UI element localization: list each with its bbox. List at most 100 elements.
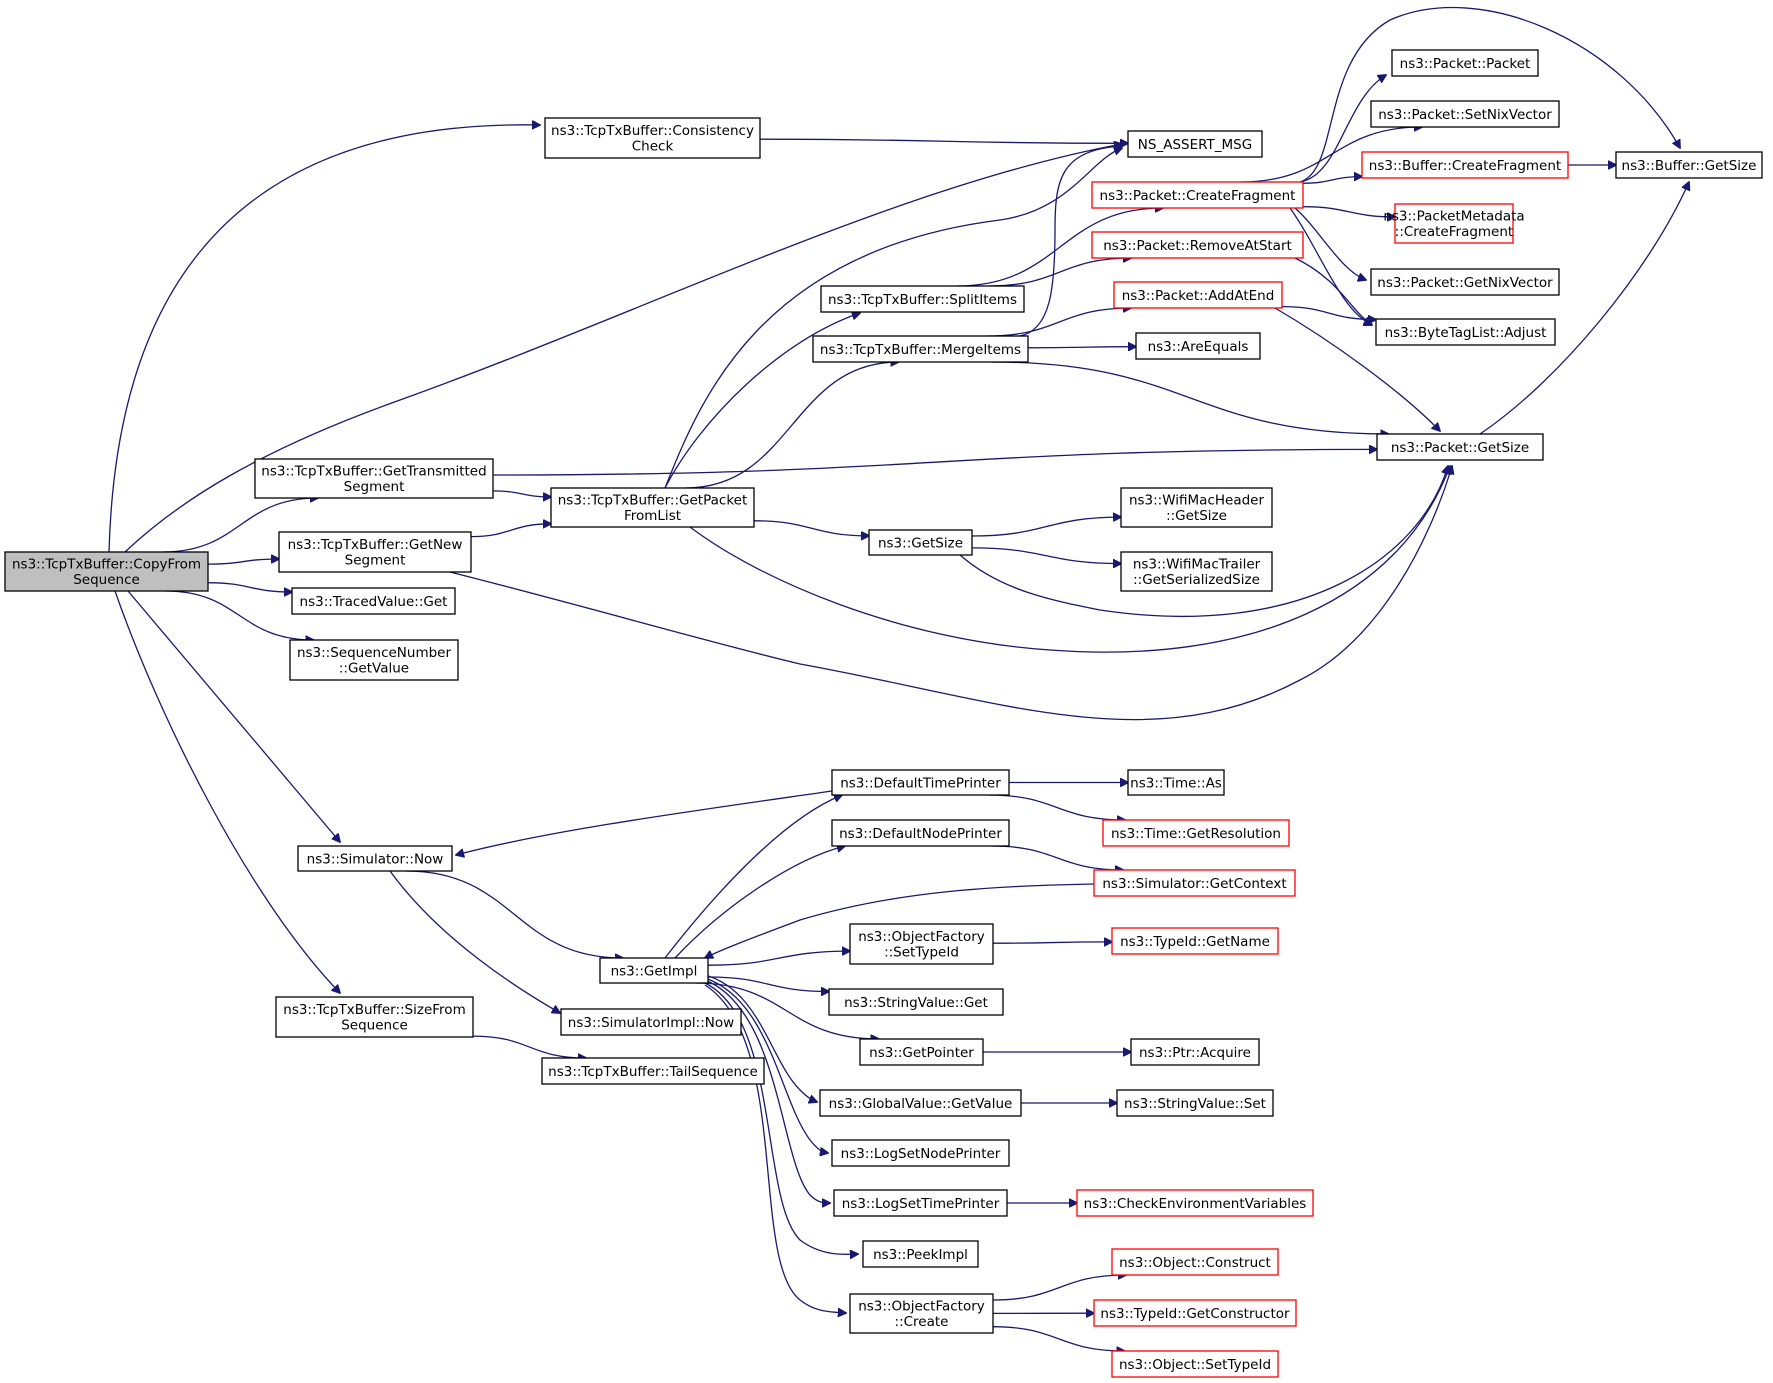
node-typeidgetctor[interactable]: ns3::TypeId::GetConstructor (1093, 1299, 1297, 1327)
node-box (275, 996, 474, 1038)
node-simnow[interactable]: ns3::Simulator::Now (297, 845, 453, 872)
node-checkenv[interactable]: ns3::CheckEnvironmentVariables (1076, 1189, 1314, 1217)
call-edge-simnow-to-getimpl (406, 870, 623, 958)
node-box (1370, 100, 1560, 128)
node-tracedget[interactable]: ns3::TracedValue::Get (291, 587, 456, 615)
node-tailseq[interactable]: ns3::TcpTxBuffer::TailSequence (541, 1057, 765, 1085)
node-label: ns3::TracedValue::Get (300, 594, 448, 610)
node-typeidgetname[interactable]: ns3::TypeId::GetName (1111, 927, 1279, 955)
node-label: ns3::Time::As (1130, 775, 1222, 791)
node-ptracquire[interactable]: ns3::Ptr::Acquire (1130, 1038, 1260, 1066)
node-box (1361, 151, 1569, 179)
node-wifimactrailer[interactable]: ns3::WifiMacTrailer::GetSerializedSize (1120, 551, 1273, 592)
node-logsetnode[interactable]: ns3::LogSetNodePrinter (831, 1139, 1010, 1167)
node-ofsettypeid[interactable]: ns3::ObjectFactory::SetTypeId (849, 923, 994, 965)
node-peekimpl[interactable]: ns3::PeekImpl (862, 1240, 979, 1268)
node-packetpacket[interactable]: ns3::Packet::Packet (1391, 49, 1539, 77)
node-label: ns3::Packet::Packet (1400, 56, 1531, 72)
node-setnix[interactable]: ns3::Packet::SetNixVector (1370, 100, 1560, 128)
node-label: ns3::TcpTxBuffer::GetTransmitted (261, 464, 486, 480)
call-edge-sizefromseq-to-tailseq (472, 1035, 586, 1058)
node-timegetres[interactable]: ns3::Time::GetResolution (1102, 819, 1290, 847)
node-label: ns3::Simulator::Now (307, 851, 444, 867)
node-globalgetvalue[interactable]: ns3::GlobalValue::GetValue (819, 1089, 1022, 1117)
node-getpointer[interactable]: ns3::GetPointer (859, 1038, 984, 1066)
node-createfragment[interactable]: ns3::Packet::CreateFragment (1091, 181, 1304, 209)
node-box (1113, 281, 1283, 309)
node-box (1130, 1038, 1260, 1066)
node-label: ns3::Simulator::GetContext (1102, 876, 1286, 892)
node-simimplnow[interactable]: ns3::SimulatorImpl::Now (560, 1008, 742, 1036)
node-getnix[interactable]: ns3::Packet::GetNixVector (1370, 268, 1560, 296)
node-removeatstart[interactable]: ns3::Packet::RemoveAtStart (1091, 231, 1304, 259)
node-label: ns3::CheckEnvironmentVariables (1084, 1196, 1307, 1212)
call-edge-getimpl-to-defnodeprinter (674, 846, 845, 959)
call-edge-getnew-to-getpacket (470, 524, 551, 538)
call-edge-createfragment-to-bytetagadjust (1289, 207, 1372, 325)
call-edge-createfragment-to-buffergetsize (1299, 6, 1680, 183)
call-edge-getsize-to-wifimactrailer (971, 547, 1121, 564)
node-packetgetsize[interactable]: ns3::Packet::GetSize (1376, 433, 1544, 461)
call-edge-copyfrom-to-tracedget (207, 582, 292, 592)
node-getsize[interactable]: ns3::GetSize (868, 529, 973, 556)
node-box (1615, 151, 1763, 179)
node-bytetagadjust[interactable]: ns3::ByteTagList::Adjust (1375, 318, 1556, 346)
node-label: ns3::Buffer::CreateFragment (1369, 158, 1561, 174)
node-splititems[interactable]: ns3::TcpTxBuffer::SplitItems (820, 285, 1025, 313)
node-objconstruct[interactable]: ns3::Object::Construct (1111, 1248, 1279, 1276)
node-label: ns3::TcpTxBuffer::Consistency (551, 123, 754, 139)
node-box (819, 1089, 1022, 1117)
node-getimpl[interactable]: ns3::GetImpl (599, 957, 709, 984)
call-edge-mergeitems-to-packetgetsize (992, 361, 1388, 434)
node-label: ns3::Object::SetTypeId (1119, 1357, 1271, 1373)
node-box (820, 285, 1025, 313)
call-edge-copyfrom-to-getnew (207, 559, 279, 565)
node-defnodeprinter[interactable]: ns3::DefaultNodePrinter (831, 819, 1010, 847)
call-edge-packetgetsize-to-buffergetsize (1479, 182, 1689, 435)
node-seqgetvalue[interactable]: ns3::SequenceNumber::GetValue (289, 639, 459, 681)
node-stringvalueset[interactable]: ns3::StringValue::Set (1116, 1089, 1274, 1117)
node-box (1111, 927, 1279, 955)
node-mergeitems[interactable]: ns3::TcpTxBuffer::MergeItems (812, 335, 1029, 363)
node-nsassert[interactable]: NS_ASSERT_MSG (1127, 130, 1263, 158)
node-box (1127, 769, 1225, 796)
call-edge-getpacket-to-packetgetsize (689, 466, 1450, 653)
node-wifimacheader[interactable]: ns3::WifiMacHeader::GetSize (1120, 487, 1273, 528)
node-logsettime[interactable]: ns3::LogSetTimePrinter (833, 1189, 1008, 1217)
nodes-layer: ns3::TcpTxBuffer::CopyFromSequencens3::T… (4, 49, 1763, 1378)
node-label: Sequence (341, 1018, 408, 1034)
call-edge-createfragment-to-setnix (1240, 127, 1422, 183)
node-ofcreate[interactable]: ns3::ObjectFactory::Create (849, 1293, 994, 1334)
node-box (1135, 332, 1261, 360)
node-objsettypeid[interactable]: ns3::Object::SetTypeId (1111, 1350, 1279, 1378)
node-box (831, 769, 1010, 796)
node-label: ns3::TcpTxBuffer::TailSequence (548, 1064, 758, 1080)
node-buffergetsize[interactable]: ns3::Buffer::GetSize (1615, 151, 1763, 179)
call-edge-getimpl-to-logsettime (704, 979, 830, 1203)
call-edge-getimpl-to-deftimeprinter (664, 795, 842, 959)
node-timeas[interactable]: ns3::Time::As (1127, 769, 1225, 796)
node-stringvalueget[interactable]: ns3::StringValue::Get (828, 988, 1004, 1016)
node-box (831, 819, 1010, 847)
node-simgetcontext[interactable]: ns3::Simulator::GetContext (1093, 869, 1296, 897)
node-label: ns3::Ptr::Acquire (1139, 1045, 1251, 1061)
call-edge-copyfrom-to-gettransmitted (162, 498, 318, 553)
node-label: ::GetSize (1166, 508, 1227, 524)
node-label: ns3::TcpTxBuffer::SizeFrom (283, 1002, 465, 1018)
node-addatend[interactable]: ns3::Packet::AddAtEnd (1113, 281, 1283, 309)
node-metadatafrag[interactable]: ns3::PacketMetadata::CreateFragment (1383, 203, 1525, 244)
node-areequals[interactable]: ns3::AreEquals (1135, 332, 1261, 360)
call-edge-splititems-to-removeatstart (988, 258, 1132, 287)
node-label: ns3::Packet::SetNixVector (1378, 107, 1552, 123)
node-label: ns3::TcpTxBuffer::GetPacket (558, 493, 748, 509)
node-deftimeprinter[interactable]: ns3::DefaultTimePrinter (831, 769, 1010, 796)
call-edge-mergeitems-to-areequals (1027, 347, 1136, 348)
node-label: Sequence (73, 572, 140, 588)
node-box (550, 487, 755, 528)
node-buffercreatefrag[interactable]: ns3::Buffer::CreateFragment (1361, 151, 1569, 179)
